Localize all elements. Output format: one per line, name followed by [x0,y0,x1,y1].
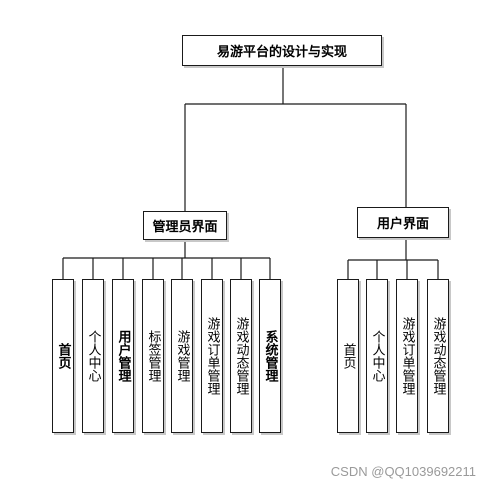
admin-child-personal-center: 个人中心 [82,279,104,433]
admin-interface-node: 管理员界面 [143,211,227,240]
admin-child-game-news-management: 游戏动态管理 [230,279,252,433]
admin-child-game-order-management: 游戏订单管理 [201,279,223,433]
admin-interface-label: 管理员界面 [152,220,218,235]
user-interface-label: 用户界面 [376,217,429,232]
admin-child-game-management: 游戏管理 [171,279,193,433]
admin-child-system-management: 系统管理 [259,279,281,433]
csdn-watermark: CSDN @QQ1039692211 [330,464,476,479]
user-child-home: 首页 [337,279,359,433]
user-child-personal-center: 个人中心 [366,279,388,433]
root-node: 易游平台的设计与实现 [182,35,382,66]
root-node-label: 易游平台的设计与实现 [216,45,347,60]
admin-child-home: 首页 [52,279,74,433]
user-child-game-news-management: 游戏动态管理 [427,279,449,433]
user-interface-node: 用户界面 [357,207,449,238]
admin-child-tag-management: 标签管理 [142,279,164,433]
user-child-game-order-management: 游戏订单管理 [396,279,418,433]
admin-child-user-management: 用户管理 [112,279,134,433]
